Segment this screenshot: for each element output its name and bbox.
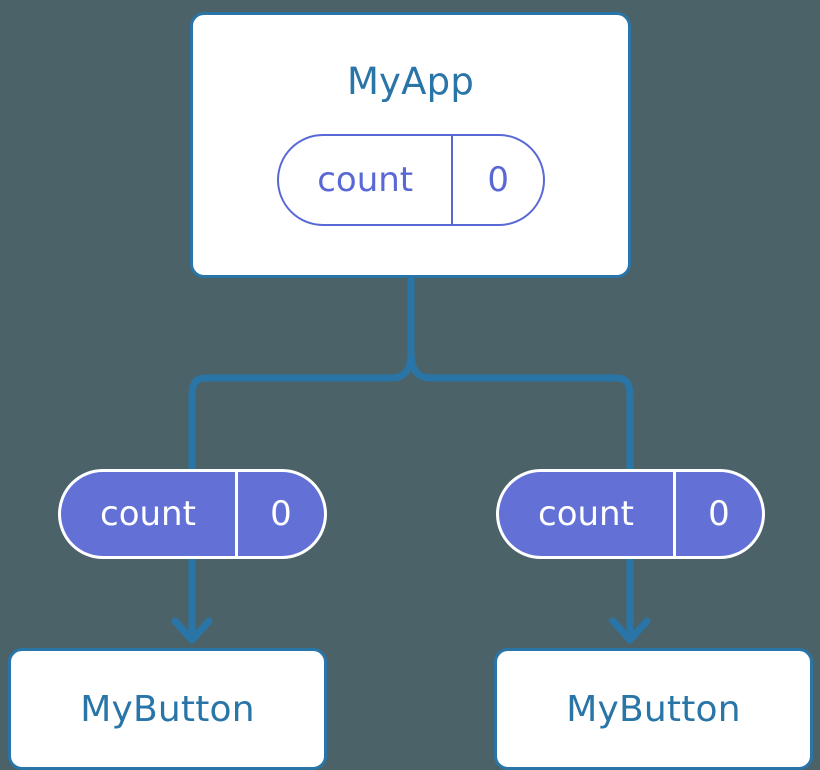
component-box-mybutton-right[interactable]: MyButton: [494, 648, 813, 770]
component-title-mybutton: MyButton: [566, 689, 741, 730]
component-box-mybutton-left[interactable]: MyButton: [8, 648, 327, 770]
state-pill-value: 0: [234, 472, 324, 556]
connector-branch-right: [407, 351, 634, 470]
state-pill-child-right[interactable]: count 0: [496, 469, 765, 559]
arrow-head-left-icon: [171, 617, 213, 644]
connector-branch-left: [188, 351, 415, 470]
state-pill-label: count: [538, 494, 634, 534]
component-title-myapp: MyApp: [346, 60, 475, 103]
state-pill-value: 0: [672, 472, 762, 556]
state-pill-label: count: [317, 160, 414, 200]
state-pill-child-left[interactable]: count 0: [58, 469, 327, 559]
state-pill-label: count: [100, 494, 196, 534]
arrow-head-right-icon: [609, 617, 651, 644]
state-pill-value: 0: [451, 136, 543, 224]
component-title-mybutton: MyButton: [80, 689, 255, 730]
state-pill-myapp[interactable]: count 0: [277, 134, 545, 226]
